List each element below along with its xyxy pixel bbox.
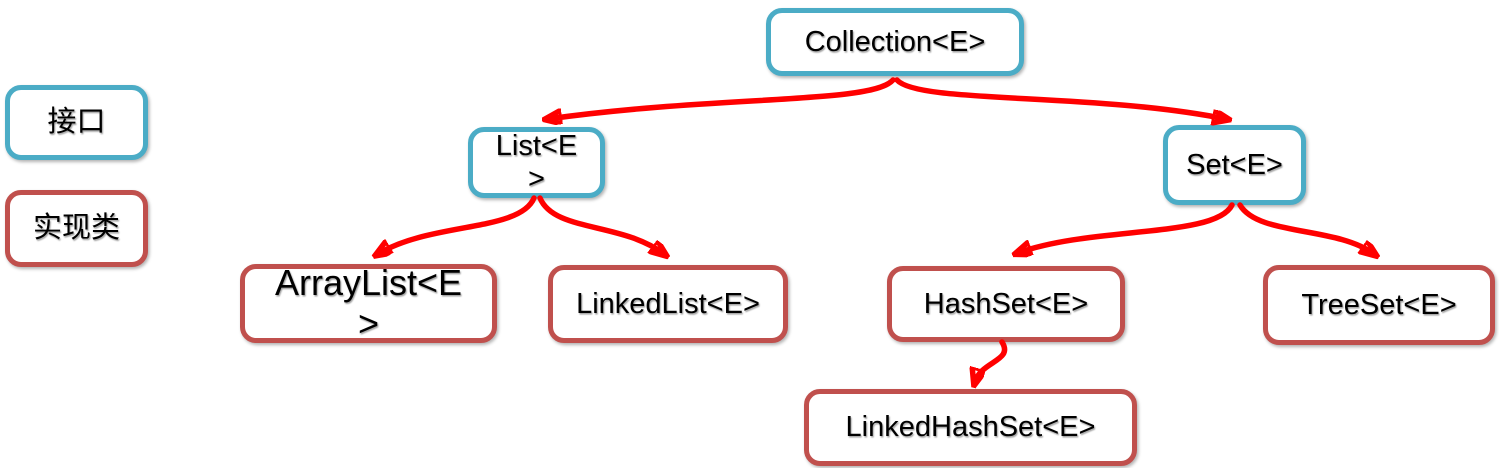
arrow-set-to-treeset (1237, 202, 1374, 254)
legend-interface: 接口 (5, 85, 148, 160)
node-set-label: Set<E> (1186, 148, 1283, 181)
arrow-list-to-linkedlist (537, 195, 664, 254)
arrow-collection-to-set (894, 77, 1226, 119)
node-collection: Collection<E> (766, 8, 1024, 76)
node-list: List<E > (468, 127, 605, 198)
node-linkedlist: LinkedList<E> (548, 265, 788, 343)
arrow-set-to-hashset (1018, 202, 1235, 253)
legend-implementation-label: 实现类 (32, 212, 120, 245)
node-linkedlist-label: LinkedList<E> (576, 287, 760, 320)
node-linkedhashset: LinkedHashSet<E> (804, 389, 1137, 466)
node-list-label: List<E > (495, 130, 578, 195)
legend-interface-label: 接口 (47, 106, 106, 139)
legend-implementation: 实现类 (5, 190, 148, 267)
node-collection-label: Collection<E> (804, 25, 986, 58)
node-set: Set<E> (1163, 125, 1306, 205)
node-hashset-label: HashSet<E> (923, 287, 1089, 320)
node-linkedhashset-label: LinkedHashSet<E> (845, 411, 1096, 444)
node-treeset: TreeSet<E> (1263, 265, 1495, 345)
arrow-list-to-arraylist (378, 195, 537, 254)
node-arraylist-label: ArrayList<E > (274, 262, 463, 344)
node-arraylist: ArrayList<E > (240, 262, 497, 344)
arrow-collection-to-list (548, 77, 896, 119)
node-hashset: HashSet<E> (887, 266, 1125, 342)
node-treeset-label: TreeSet<E> (1301, 288, 1457, 321)
arrow-hashset-to-linkedhashset (975, 339, 1008, 382)
